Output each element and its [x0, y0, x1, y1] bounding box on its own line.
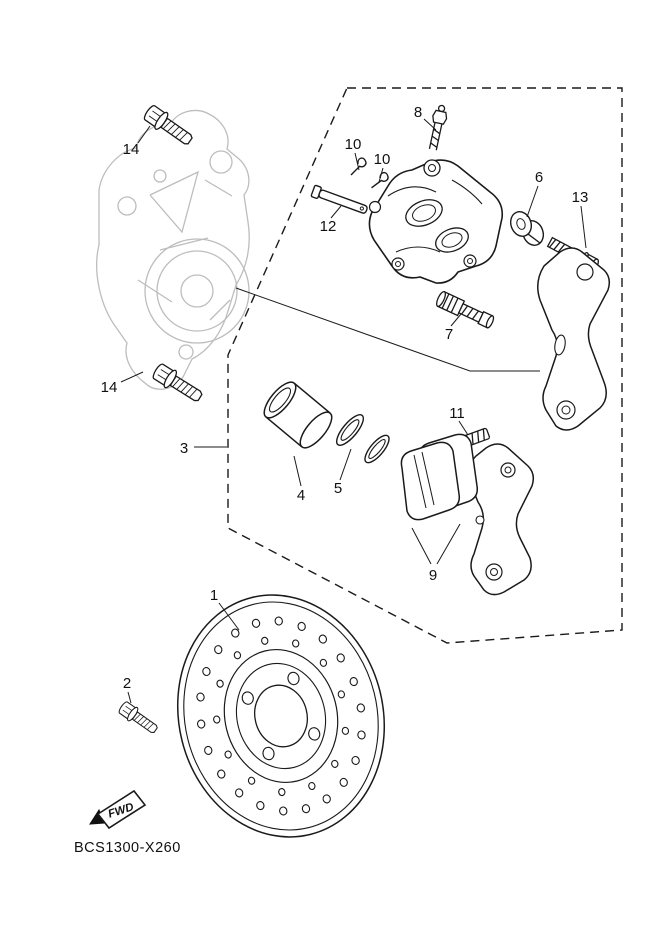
- callout-3: 3: [180, 440, 188, 457]
- caliper-body: [368, 159, 504, 284]
- flange-bolt-14-lower: [149, 360, 206, 407]
- piston-seals-5: [335, 414, 390, 464]
- bushing-6: [509, 211, 545, 246]
- caliper-piston-4: [263, 381, 333, 449]
- fwd-arrow: FWD: [89, 789, 147, 830]
- callout-14-upper: 14: [123, 141, 140, 158]
- callout-6: 6: [535, 169, 543, 186]
- r-clip-10-a: [350, 156, 368, 178]
- pad-holder-plate: [468, 443, 535, 596]
- brake-disc-1: [176, 594, 386, 838]
- callout-12: 12: [320, 218, 337, 235]
- caliper-bracket: [537, 247, 611, 431]
- disc-bolt-2: [116, 699, 161, 738]
- callout-13: 13: [572, 189, 589, 206]
- callout-1: 1: [210, 587, 218, 604]
- slide-pin-7: [436, 290, 495, 329]
- frame-sketch: [96, 109, 250, 390]
- bleed-screw-8: [428, 104, 448, 151]
- callout-2: 2: [123, 675, 131, 692]
- callout-8: 8: [414, 104, 422, 121]
- assembly-group-boundary: [227, 87, 623, 644]
- callout-11: 11: [449, 405, 465, 422]
- disc-drill-holes: [196, 616, 366, 816]
- callout-9: 9: [429, 567, 437, 584]
- callout-leaders: [120, 118, 587, 704]
- callout-4: 4: [297, 487, 305, 504]
- callout-7: 7: [445, 326, 453, 343]
- pad-pin-12: [310, 184, 368, 214]
- callout-10-b: 10: [374, 151, 391, 168]
- diagram-code: BCS1300-X260: [74, 840, 181, 856]
- callout-5: 5: [334, 480, 342, 497]
- brake-pads-9: [400, 433, 479, 521]
- assembly-alignment-line: [235, 287, 540, 372]
- callout-10-a: 10: [345, 136, 362, 153]
- callout-14-lower: 14: [101, 379, 118, 396]
